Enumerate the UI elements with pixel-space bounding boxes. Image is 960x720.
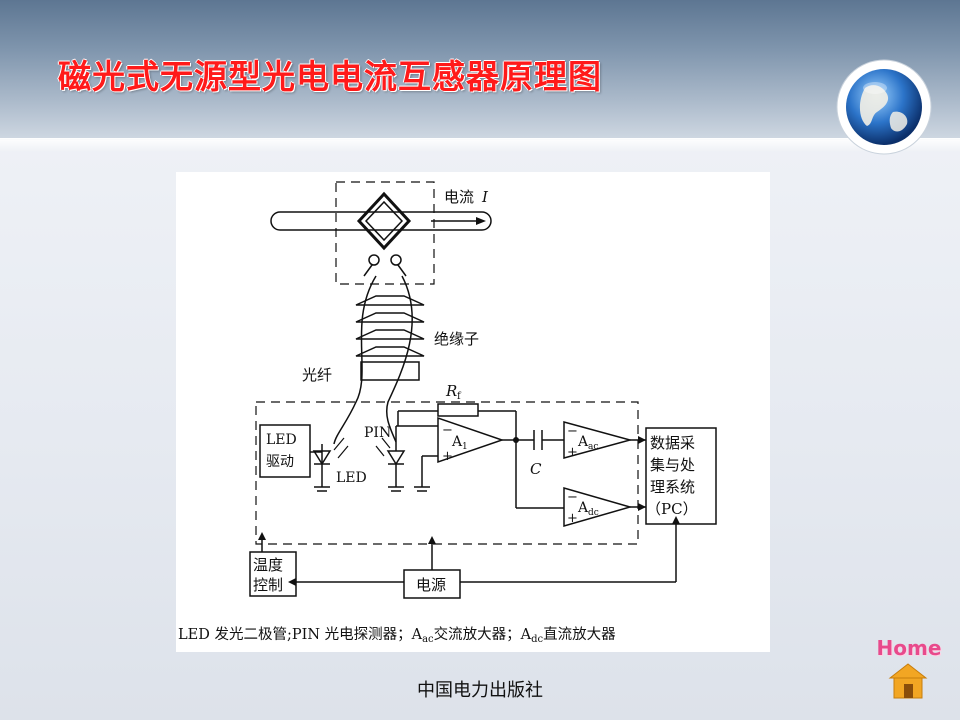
adc-minus: − (567, 490, 578, 505)
power-label: 电源 (416, 576, 446, 594)
aac-plus: + (567, 445, 578, 460)
adc-subscript: dc (588, 508, 599, 518)
aac-subscript: ac (588, 442, 598, 452)
house-icon (888, 663, 928, 699)
aac-to-daq-arrowhead (638, 436, 646, 444)
led-driver-box (259, 424, 311, 478)
globe-icon (836, 59, 932, 155)
amplifier-adc (563, 487, 633, 527)
power-to-board-arrowhead (428, 536, 436, 544)
figure-panel: 电流 I 绝缘子 光纤 R f LED 驱动 LED PIN − + A 1 C… (176, 172, 770, 652)
sensor-leads (363, 264, 407, 277)
header-shine (0, 138, 960, 152)
temp-control-box (249, 551, 297, 597)
power-to-daq-arrowhead (672, 516, 680, 524)
led-label: LED (336, 470, 367, 486)
led-emission-rays (333, 437, 349, 459)
current-symbol: I (481, 188, 489, 206)
temp-line2: 控制 (253, 576, 283, 594)
adc-to-daq-arrowhead (638, 503, 646, 511)
fiber-left (333, 275, 377, 445)
pin-reception-rays (375, 437, 391, 457)
insulator-shed-1 (355, 295, 425, 306)
a1-subscript: 1 (462, 442, 468, 452)
principle-diagram: 电流 I 绝缘子 光纤 R f LED 驱动 LED PIN − + A 1 C… (178, 181, 717, 645)
amplifier-aac (563, 421, 633, 459)
capacitor-label: C (530, 460, 542, 478)
temp-line1: 温度 (253, 556, 283, 574)
home-button[interactable]: Home (872, 632, 944, 702)
led-driver-line1: LED (266, 432, 297, 448)
daq-line1: 数据采 (650, 434, 695, 452)
home-label: Home (876, 636, 942, 660)
pin-label: PIN (364, 425, 391, 441)
temp-to-board-arrowhead (258, 532, 266, 540)
pin-diode (386, 450, 406, 466)
slide-title: 磁光式无源型光电电流互感器原理图 (58, 57, 602, 96)
led-diode (312, 450, 332, 466)
sensor-coupler-right (390, 254, 402, 266)
caption-part-2: 交流放大器；A (434, 625, 532, 643)
junction-dot (513, 437, 519, 443)
current-label: 电流 (444, 188, 474, 206)
a1-symbol: A (451, 434, 463, 450)
sensor-enclosure (335, 181, 435, 285)
sensor-coupler-left (368, 254, 380, 266)
electronics-enclosure (255, 401, 639, 545)
feedback-resistor (437, 403, 479, 417)
caption-part-3: 直流放大器 (543, 626, 616, 643)
daq-line4: （PC） (646, 500, 698, 518)
sensor-head-inner (364, 200, 404, 242)
power-to-temp-arrowhead (288, 578, 296, 586)
fiber-right (385, 275, 413, 443)
insulator-base (360, 361, 420, 381)
publisher-footer: 中国电力出版社 (417, 680, 543, 701)
aac-symbol: A (577, 434, 589, 450)
insulator-label: 绝缘子 (434, 330, 479, 348)
current-arrowhead (476, 217, 486, 225)
adc-plus: + (567, 511, 578, 526)
conductor-bar (270, 211, 492, 231)
caption-sub-dc: dc (531, 634, 543, 645)
a1-minus: − (442, 423, 453, 438)
header-band (0, 0, 960, 140)
amplifier-a1 (437, 416, 505, 464)
aac-minus: − (567, 424, 578, 439)
insulator-shed-3 (355, 329, 425, 340)
led-driver-line2: 驱动 (266, 454, 294, 470)
daq-box (645, 427, 717, 525)
insulator-shed-2 (355, 312, 425, 323)
fiber-label: 光纤 (302, 366, 332, 384)
a1-plus: + (442, 449, 453, 464)
caption-part-1: LED 发光二极管;PIN 光电探测器；A (178, 626, 423, 643)
daq-line2: 集与处 (650, 456, 695, 474)
caption-sub-ac: ac (422, 634, 434, 645)
insulator-shed-4 (355, 346, 425, 357)
rf-symbol: R (445, 382, 457, 400)
daq-line3: 理系统 (650, 478, 695, 496)
diagram-caption: LED 发光二极管;PIN 光电探测器；Aac交流放大器；Adc直流放大器 (178, 625, 616, 645)
rf-subscript: f (457, 391, 462, 402)
adc-symbol: A (577, 500, 589, 516)
sensor-head (356, 191, 412, 251)
